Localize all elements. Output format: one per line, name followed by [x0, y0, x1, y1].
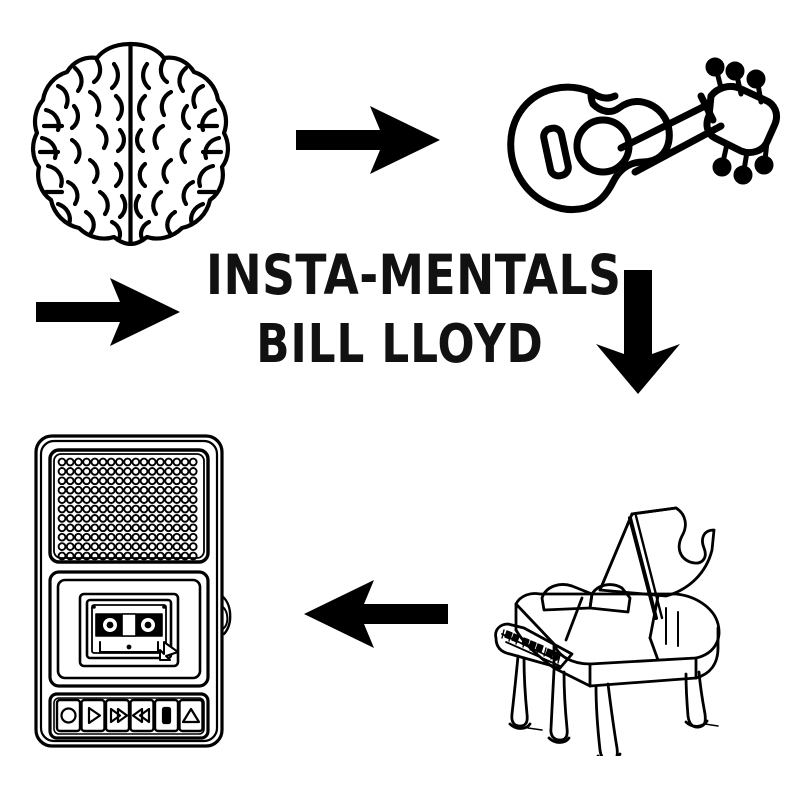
node-piano [480, 478, 790, 763]
brain-icon [31, 41, 230, 247]
arrow-guitar-to-piano [592, 266, 684, 398]
artist-name: BILL LLOYD [256, 312, 544, 375]
arrow-brain-to-guitar [292, 104, 444, 176]
album-title: INSTA-MENTALS [206, 243, 622, 309]
grand-piano-icon [494, 506, 721, 763]
node-brain [28, 34, 233, 247]
cassette-recorder-icon [34, 434, 232, 748]
arrow-piano-to-recorder [300, 578, 452, 650]
acoustic-guitar-icon [507, 57, 781, 213]
arrow-recorder-to-brain [32, 276, 184, 348]
node-cassette-recorder [28, 428, 248, 758]
node-guitar [495, 52, 785, 242]
album-title-block: INSTA-MENTALS BILL LLOYD [200, 243, 622, 370]
